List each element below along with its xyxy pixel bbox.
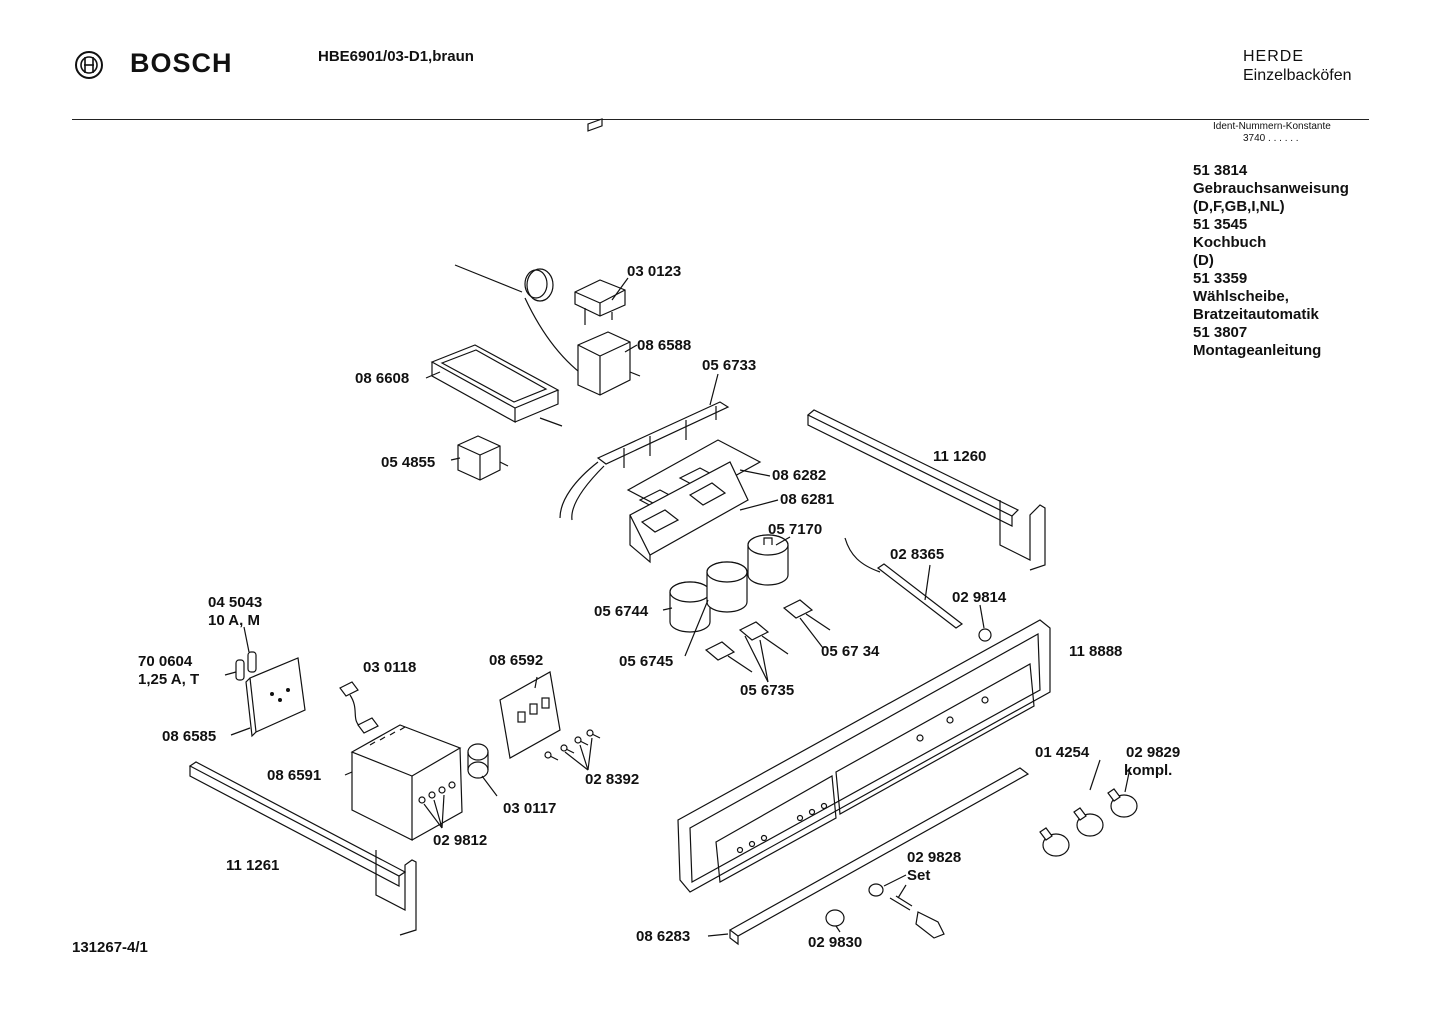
part-label: 08 6282 xyxy=(772,467,826,484)
document-line: 51 3814 xyxy=(1193,162,1248,179)
part-label: 70 0604 xyxy=(138,653,193,670)
category-subtitle: Einzelbacköfen xyxy=(1243,67,1352,84)
dial-056745-drawing xyxy=(706,561,748,613)
part-label: 04 5043 xyxy=(208,594,262,611)
part-label: 05 67 34 xyxy=(821,643,880,660)
cable-030118-drawing xyxy=(339,681,379,734)
ident-value: 3740 . . . . . . xyxy=(1243,133,1299,144)
part-label: 08 6591 xyxy=(267,767,321,784)
part-label: 10 A, M xyxy=(208,612,260,629)
document-line: 51 3359 xyxy=(1193,270,1248,287)
screws-028392-drawing xyxy=(544,729,601,761)
dial-057170-drawing xyxy=(747,534,789,586)
module-086591-drawing xyxy=(350,724,463,841)
fuses-045043-700604-drawing xyxy=(224,651,257,681)
part-label: 05 6733 xyxy=(702,357,756,374)
part-label: 05 6744 xyxy=(594,603,649,620)
category-title: HERDE xyxy=(1243,48,1305,65)
switch-part-030123-drawing xyxy=(574,279,626,325)
part-label: 02 9814 xyxy=(952,589,1007,606)
part-label: 02 8365 xyxy=(890,546,944,563)
bracket-086281-drawing xyxy=(629,461,749,564)
bosch-logo-icon xyxy=(72,48,106,87)
part-label: 11 8888 xyxy=(1069,643,1122,660)
part-label: 08 6592 xyxy=(489,652,543,669)
part-label: 11 1260 xyxy=(933,448,986,465)
knob-shafts-056734-056735-drawing xyxy=(704,599,831,673)
board-086585-drawing xyxy=(245,657,306,738)
part-label: 1,25 A, T xyxy=(138,671,199,688)
header-divider xyxy=(72,119,1369,120)
coil-030117-drawing xyxy=(467,743,489,779)
strip-086283-drawing xyxy=(728,767,1030,946)
model-number: HBE6901/03-D1,braun xyxy=(318,48,474,65)
part-label: 11 1261 xyxy=(226,857,279,874)
part-label: 05 7170 xyxy=(768,521,822,538)
part-label: Set xyxy=(907,867,930,884)
document-line: Gebrauchsanweisung xyxy=(1193,180,1349,197)
document-line: (D) xyxy=(1193,252,1214,269)
document-line: (D,F,GB,I,NL) xyxy=(1193,198,1285,215)
part-label: 08 6608 xyxy=(355,370,409,387)
document-line: Bratzeitautomatik xyxy=(1193,306,1319,323)
relay-part-054855-drawing xyxy=(457,435,509,481)
part-label: 03 0118 xyxy=(363,659,416,676)
document-line: 51 3807 xyxy=(1193,324,1248,341)
dial-056744-drawing xyxy=(669,581,711,633)
part-label: 05 6745 xyxy=(619,653,673,670)
part-label: 05 4855 xyxy=(381,454,435,471)
document-line: 51 3545 xyxy=(1193,216,1248,233)
rail-111260-drawing xyxy=(806,409,1046,571)
document-line: Kochbuch xyxy=(1193,234,1267,251)
drawing-number: 131267-4/1 xyxy=(72,939,148,956)
control-panel-118888-drawing xyxy=(677,619,1051,893)
part-label: 08 6281 xyxy=(780,491,834,508)
switch-rail-056733-drawing xyxy=(559,401,730,521)
part-label: 01 4254 xyxy=(1035,744,1090,761)
part-label: 05 6735 xyxy=(740,682,794,699)
leader-lines xyxy=(230,277,1131,937)
lamp-rod-028365-drawing xyxy=(844,537,992,642)
part-label: 08 6283 xyxy=(636,928,690,945)
brand-name: BOSCH xyxy=(130,48,233,78)
part-label: kompl. xyxy=(1124,762,1172,779)
board-086592-drawing xyxy=(499,671,561,759)
cap-029830-drawing xyxy=(825,909,845,927)
timer-part-086588-drawing xyxy=(577,118,641,396)
document-list: 51 3814 Gebrauchsanweisung (D,F,GB,I,NL)… xyxy=(1193,162,1349,360)
part-labels: 03 0123 08 6588 08 6608 05 6733 05 4855 … xyxy=(138,263,1180,951)
part-label: 02 9829 xyxy=(1126,744,1180,761)
indicator-part-086608-drawing xyxy=(430,344,563,427)
part-label: 02 9830 xyxy=(808,934,862,951)
part-label: 08 6588 xyxy=(637,337,691,354)
document-line: Montageanleitung xyxy=(1193,342,1322,359)
part-label: 02 9812 xyxy=(433,832,487,849)
part-label: 08 6585 xyxy=(162,728,216,745)
ident-label: Ident-Nummern-Konstante xyxy=(1213,121,1331,132)
part-label: 02 9828 xyxy=(907,849,961,866)
part-label: 03 0123 xyxy=(627,263,681,280)
rail-111261-drawing xyxy=(188,761,417,936)
part-label: 03 0117 xyxy=(503,800,556,817)
document-line: Wählscheibe, xyxy=(1193,288,1289,305)
part-label: 02 8392 xyxy=(585,771,639,788)
knobs-029829-drawing xyxy=(1039,788,1138,857)
button-set-029828-drawing xyxy=(868,883,945,939)
